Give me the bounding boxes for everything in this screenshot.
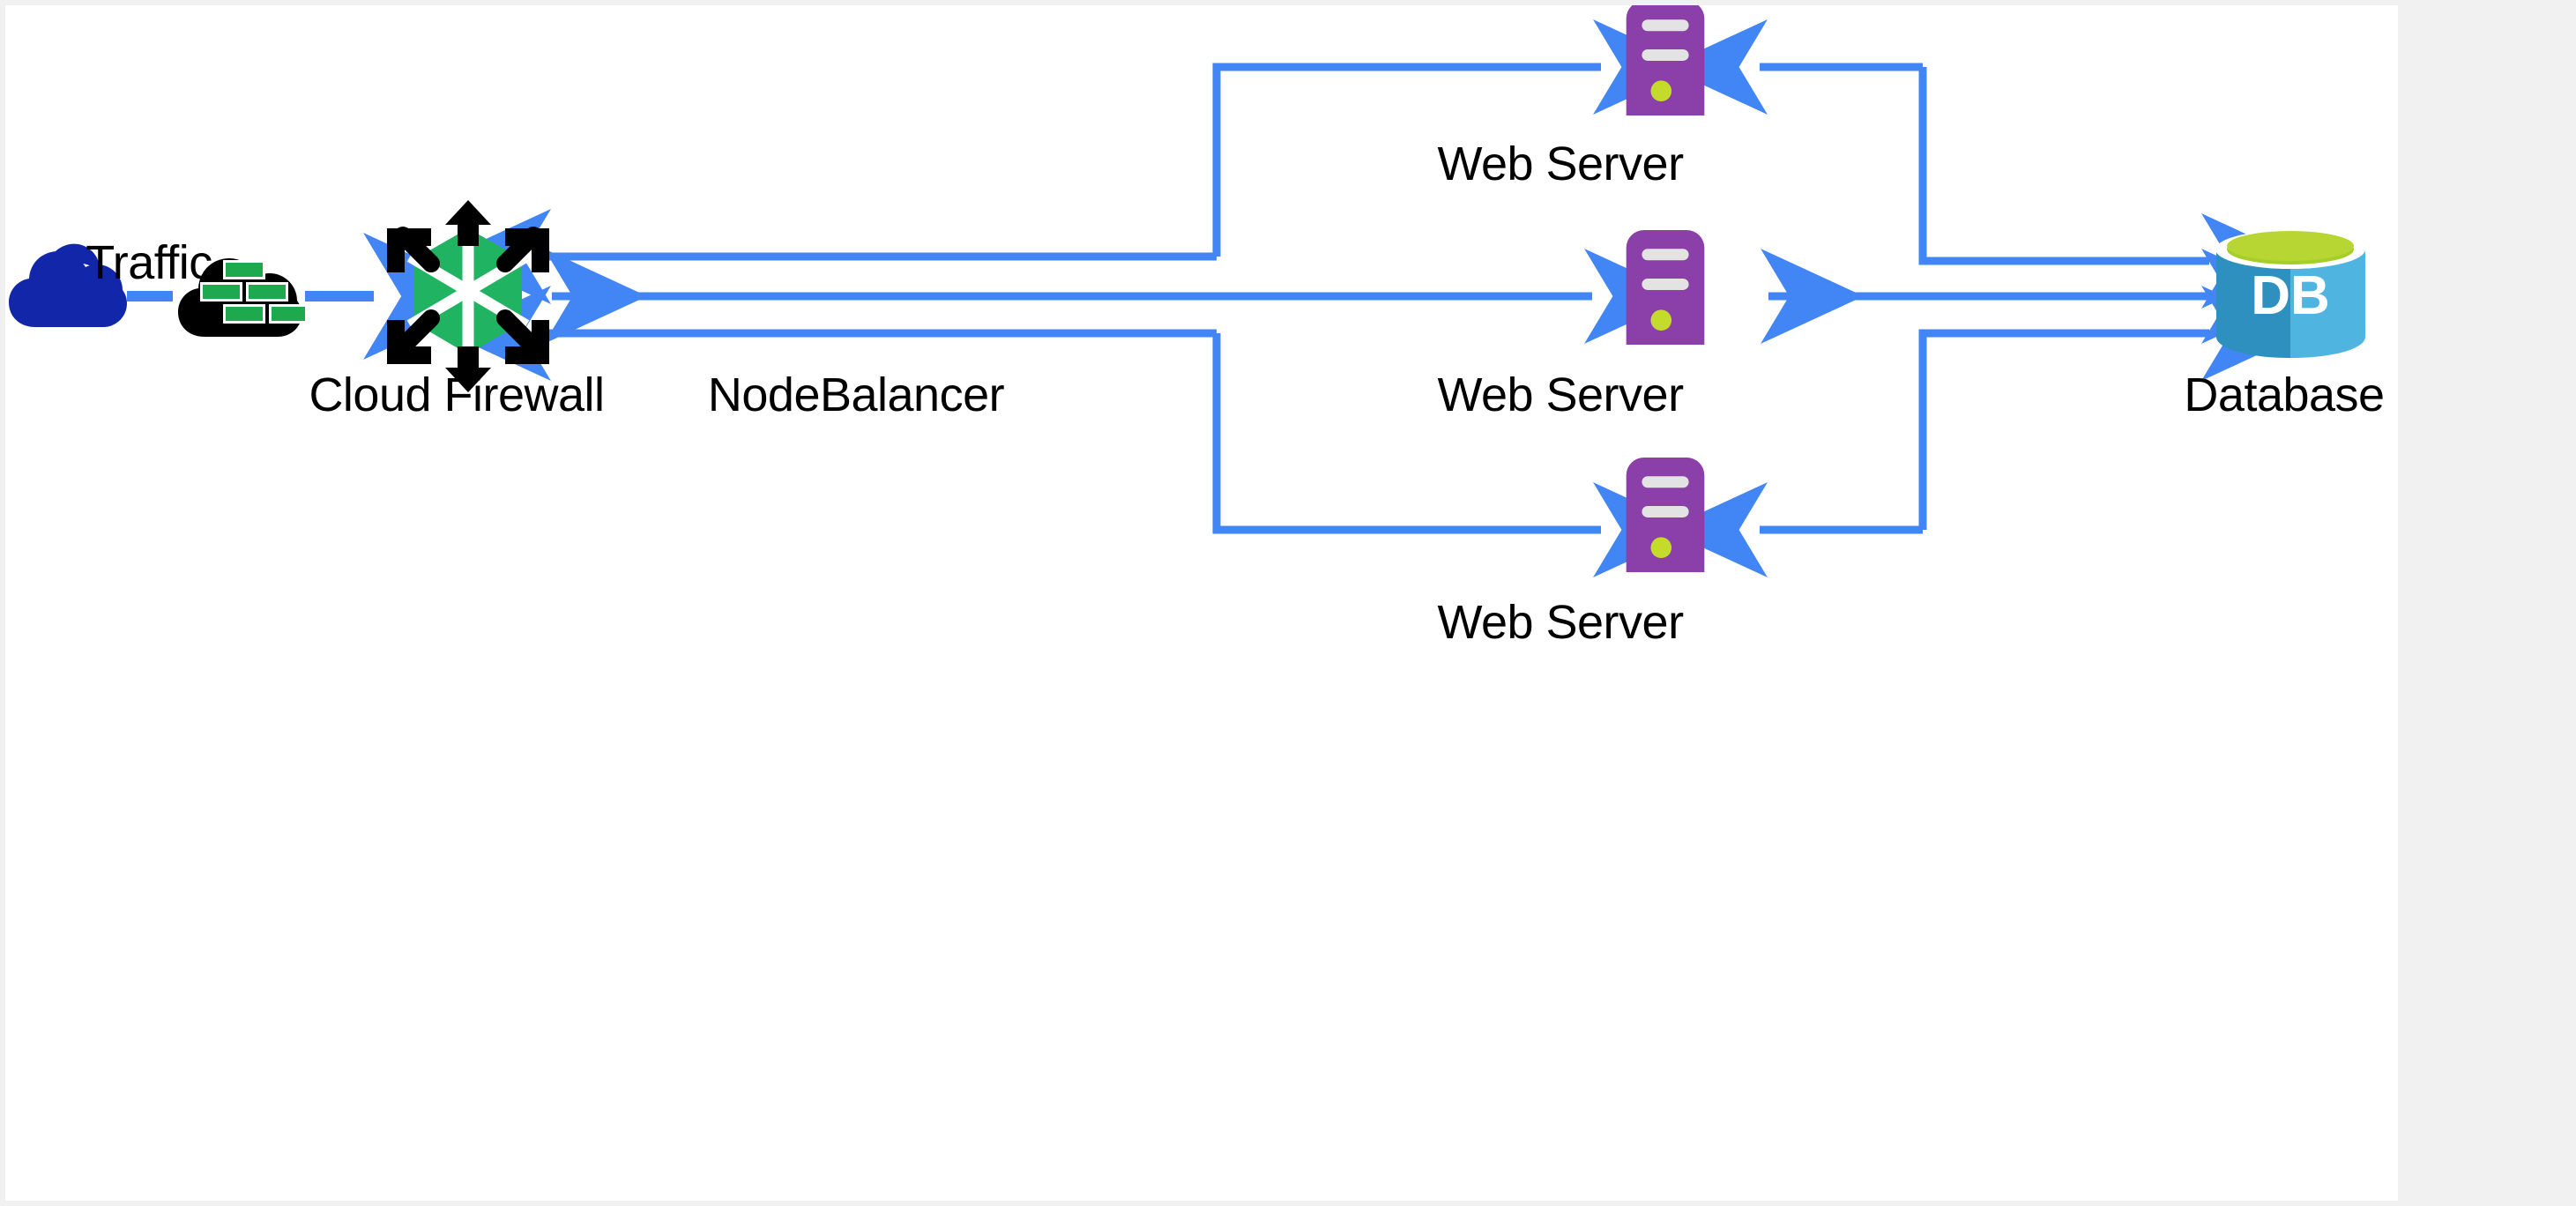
node-traffic[interactable] xyxy=(5,239,129,331)
label-traffic: Traffic xyxy=(86,236,212,289)
database-badge-text: DB xyxy=(2251,265,2330,326)
edge-webserver1-to-database xyxy=(1918,67,2304,309)
node-web-server-2[interactable] xyxy=(1599,230,1731,345)
server-icon xyxy=(1626,458,1705,572)
cloud-firewall-icon xyxy=(178,258,305,337)
node-cloud-firewall[interactable] xyxy=(173,242,305,340)
server-icon xyxy=(1626,230,1705,345)
nodebalancer-icon xyxy=(387,200,549,392)
edge-webserver3-to-database xyxy=(1918,286,2304,530)
node-web-server-3[interactable] xyxy=(1599,458,1731,572)
server-icon xyxy=(1626,5,1705,115)
node-web-server-1[interactable] xyxy=(1599,5,1731,115)
label-web-server-1: Web Server xyxy=(1437,138,1684,190)
label-web-server-2: Web Server xyxy=(1437,368,1684,421)
node-database[interactable]: DB xyxy=(2209,227,2372,361)
edge-nodebalancer-to-webserver3 xyxy=(1212,333,1696,577)
label-nodebalancer: NodeBalancer xyxy=(707,368,1005,421)
node-nodebalancer[interactable] xyxy=(371,195,565,398)
edge-nodebalancer-to-webserver1 xyxy=(1212,19,1696,257)
database-icon: DB xyxy=(2215,230,2365,358)
cloud-icon xyxy=(9,243,127,327)
diagram-canvas: Traffic C xyxy=(5,5,2398,1201)
connector-layer xyxy=(127,19,2304,577)
label-database: Database xyxy=(2184,368,2385,421)
label-web-server-3: Web Server xyxy=(1437,596,1684,649)
